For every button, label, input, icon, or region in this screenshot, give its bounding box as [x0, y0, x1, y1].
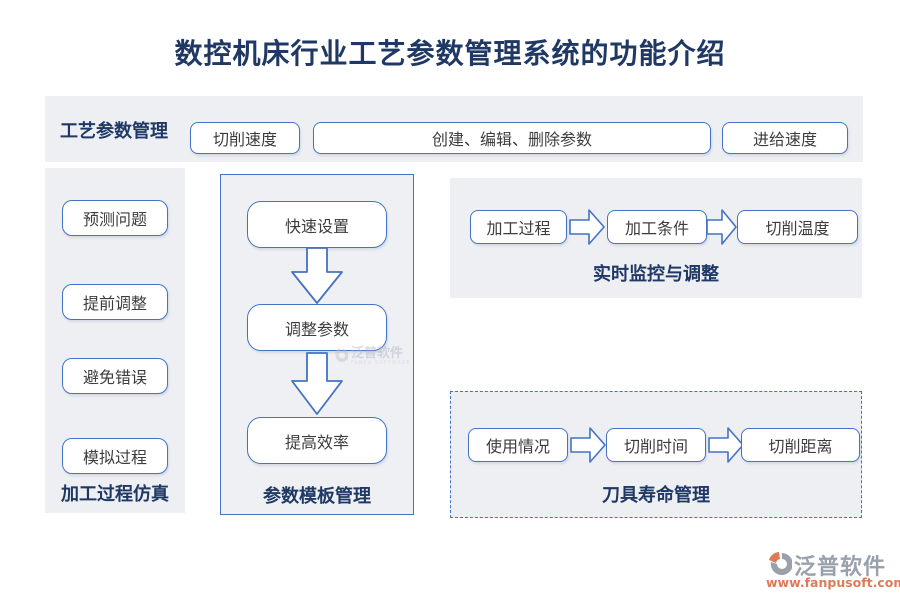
node-adjust-parameters: 调整参数: [247, 304, 387, 351]
process-parameter-management-bar: 工艺参数管理 切削速度 创建、编辑、删除参数 进给速度: [45, 96, 863, 162]
brand-url-link[interactable]: www.fanpusoft.com: [766, 575, 900, 590]
node-feed-rate: 进给速度: [722, 122, 848, 154]
node-create-edit-delete-parameters: 创建、编辑、删除参数: [313, 122, 711, 154]
machining-simulation-caption: 加工过程仿真: [61, 484, 169, 505]
page-title: 数控机床行业工艺参数管理系统的功能介绍: [174, 39, 726, 70]
arrow-down-icon: [289, 247, 345, 305]
node-cutting-distance: 切削距离: [741, 428, 860, 462]
node-cutting-time: 切削时间: [606, 428, 706, 462]
node-quick-setup: 快速设置: [247, 201, 387, 248]
node-adjust-in-advance: 提前调整: [62, 284, 168, 320]
watermark: 泛普软件 FANPU SOFTWARE: [334, 347, 411, 367]
realtime-monitoring-caption: 实时监控与调整: [593, 264, 719, 285]
tool-life-panel: 使用情况 切削时间 切削距离 刀具寿命管理: [450, 391, 862, 518]
node-machining-process: 加工过程: [470, 210, 567, 244]
arrow-right-icon: [706, 207, 738, 247]
watermark-text: 泛普软件: [351, 346, 404, 361]
node-improve-efficiency: 提高效率: [247, 417, 387, 464]
node-cutting-temperature: 切削温度: [737, 210, 858, 244]
machining-simulation-panel: 预测问题 提前调整 避免错误 模拟过程 加工过程仿真: [45, 168, 185, 513]
brand-logo: 泛普软件: [768, 549, 886, 581]
parameter-template-caption: 参数模板管理: [263, 486, 371, 507]
node-predict-problems: 预测问题: [62, 200, 168, 236]
watermark-logo-icon: [334, 347, 349, 366]
arrow-right-icon: [570, 425, 607, 465]
arrow-down-icon: [289, 352, 345, 416]
node-usage-status: 使用情况: [468, 428, 568, 462]
node-simulate-process: 模拟过程: [62, 438, 168, 474]
node-machining-conditions: 加工条件: [607, 210, 707, 244]
realtime-monitoring-panel: 加工过程 加工条件 切削温度 实时监控与调整: [450, 178, 862, 298]
arrow-right-icon: [569, 207, 606, 247]
tool-life-caption: 刀具寿命管理: [602, 485, 710, 506]
watermark-subtext: FANPU SOFTWARE: [351, 360, 411, 366]
arrow-right-icon: [708, 425, 745, 465]
parameter-template-panel: 快速设置 调整参数 泛普软件 FANPU SOFTWARE 提高: [220, 174, 414, 515]
process-parameter-management-label: 工艺参数管理: [60, 121, 168, 142]
fanpu-logo-icon: [768, 550, 793, 580]
node-avoid-errors: 避免错误: [62, 358, 168, 394]
brand-name: 泛普软件: [794, 555, 887, 580]
node-cutting-speed: 切削速度: [190, 122, 300, 154]
